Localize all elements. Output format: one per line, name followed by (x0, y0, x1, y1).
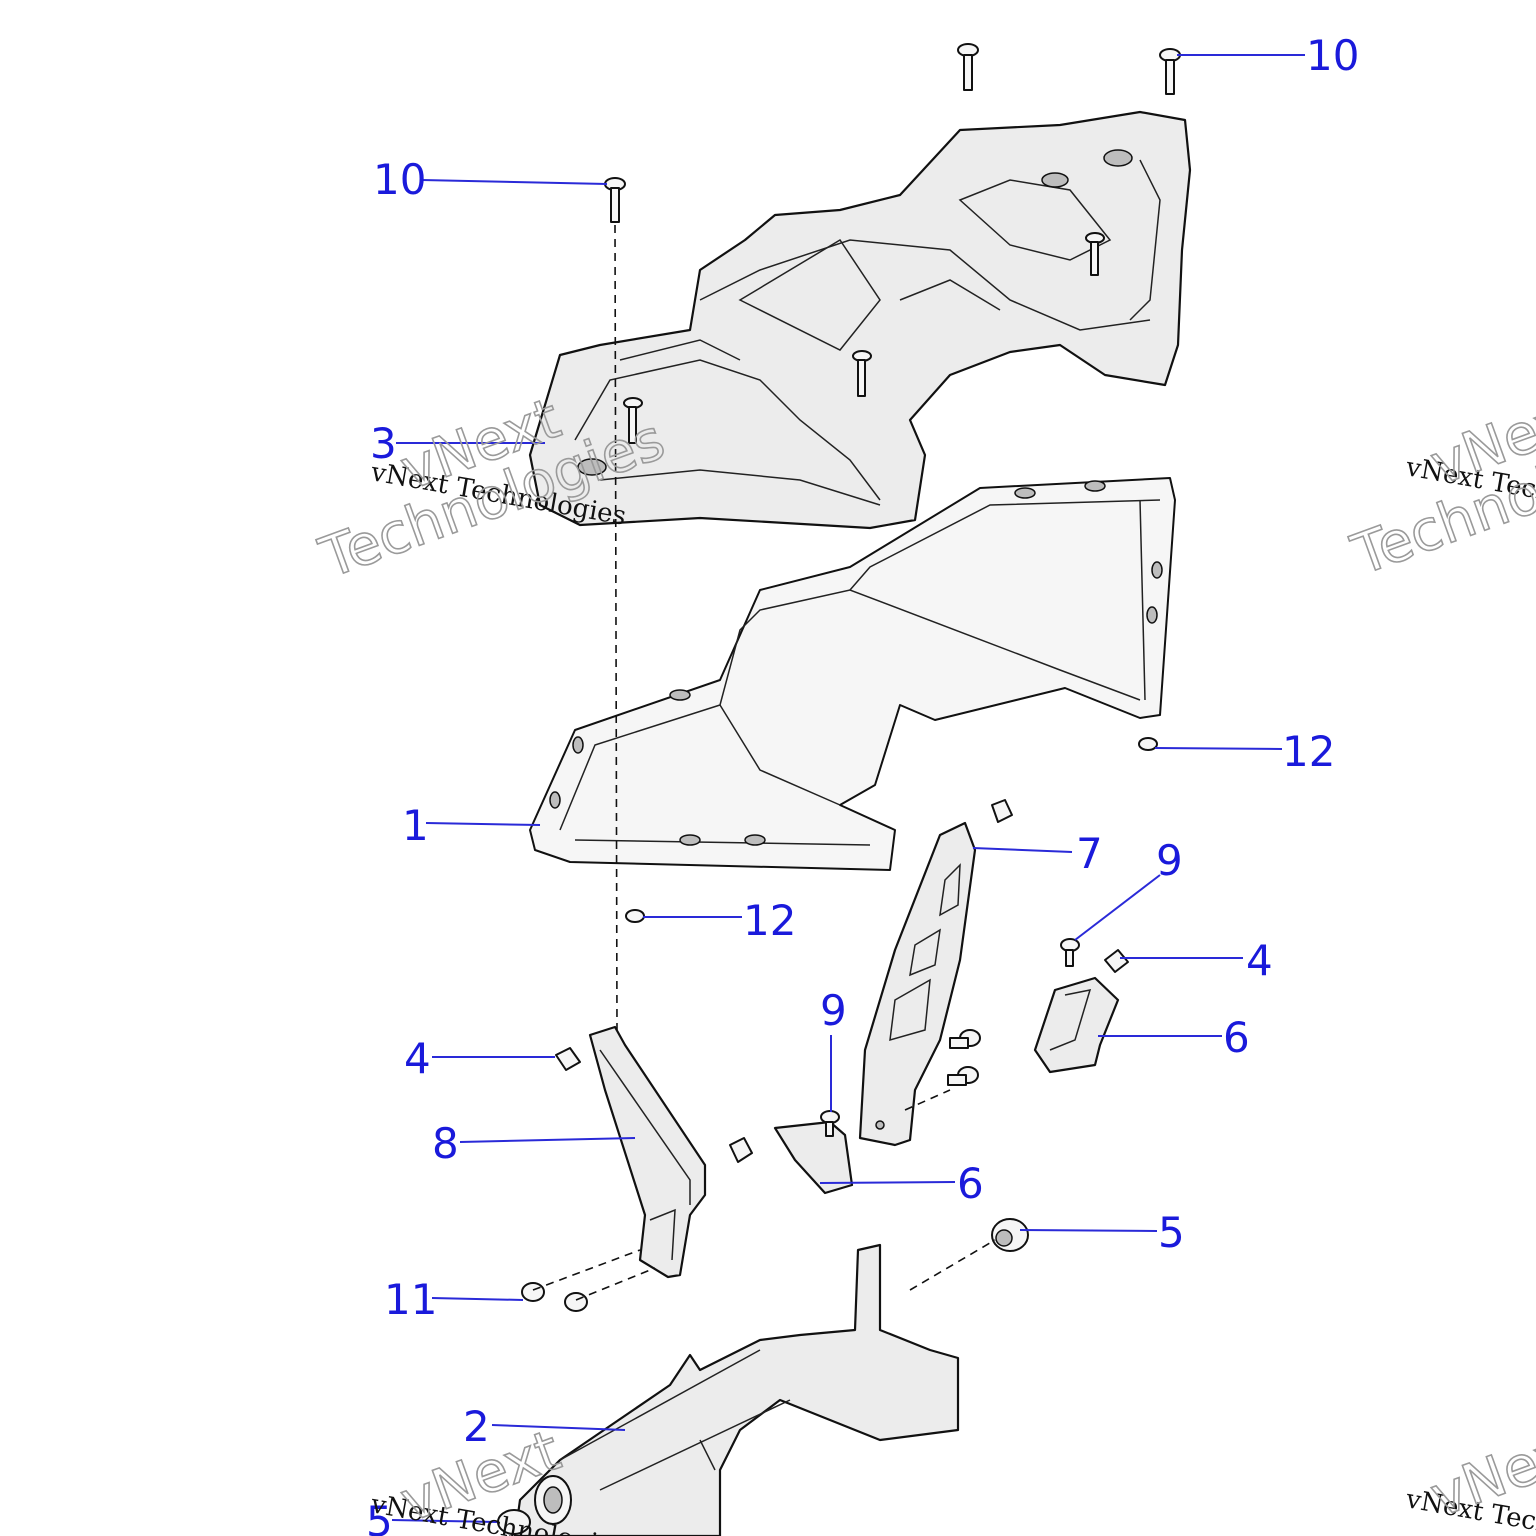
callout-7: 7 (1076, 829, 1103, 878)
right-bracket-part-7 (858, 821, 977, 1147)
callout-2: 2 (463, 1402, 490, 1451)
fasteners (497, 43, 1181, 1535)
bushing-5-bottom (497, 1509, 531, 1535)
callout-11: 11 (384, 1275, 437, 1324)
callout-12-right: 12 (1282, 727, 1335, 776)
bolt-11-b (564, 1292, 588, 1312)
bolt-10-top-a (957, 43, 979, 91)
callout-5-right: 5 (1158, 1208, 1185, 1257)
clip-4-right (1104, 949, 1129, 973)
block-part-6-upper (1033, 976, 1120, 1074)
left-bracket-part-8 (588, 1025, 707, 1279)
callout-labels: 10 10 3 12 1 7 9 12 4 9 6 4 8 6 5 11 2 5 (366, 31, 1359, 1536)
clip-4-top-right (991, 799, 1013, 823)
bolt-10-top-b (1159, 48, 1181, 95)
callout-9-right: 9 (1156, 836, 1183, 885)
rack-top-part-3 (528, 110, 1192, 530)
clip-4-left (555, 1047, 581, 1071)
assembly-lines (532, 224, 996, 1301)
bolt-rack-3 (623, 397, 643, 444)
leader-lines (391, 54, 1305, 1523)
callout-3: 3 (370, 419, 397, 468)
callout-4-left: 4 (404, 1034, 431, 1083)
bolt-rack-2 (852, 350, 872, 397)
bolt-9-right (1060, 938, 1080, 967)
clip-4-mid (729, 1137, 753, 1163)
nut-12-left (625, 909, 645, 923)
callout-1: 1 (402, 801, 429, 850)
callout-12-left: 12 (743, 896, 796, 945)
callout-10-left: 10 (373, 155, 426, 204)
bolt-10-left (604, 177, 626, 223)
bolt-rack-1 (1085, 232, 1105, 276)
bolt-7-b (947, 1066, 979, 1086)
callout-5-bottom: 5 (366, 1497, 393, 1536)
mount-bracket-part-2 (513, 1243, 960, 1536)
callout-8: 8 (432, 1119, 459, 1168)
bolt-11-a (521, 1282, 545, 1302)
callout-10-top: 10 (1306, 31, 1359, 80)
bushing-5-right (991, 1218, 1029, 1252)
bolt-7-a (949, 1029, 981, 1049)
callout-4-right: 4 (1246, 936, 1273, 985)
callout-6-lower: 6 (957, 1159, 984, 1208)
callout-9-mid: 9 (820, 986, 847, 1035)
callout-6-upper: 6 (1223, 1013, 1250, 1062)
rack-tube-frame-part-1 (529, 477, 1176, 871)
nut-12-right (1138, 737, 1158, 751)
